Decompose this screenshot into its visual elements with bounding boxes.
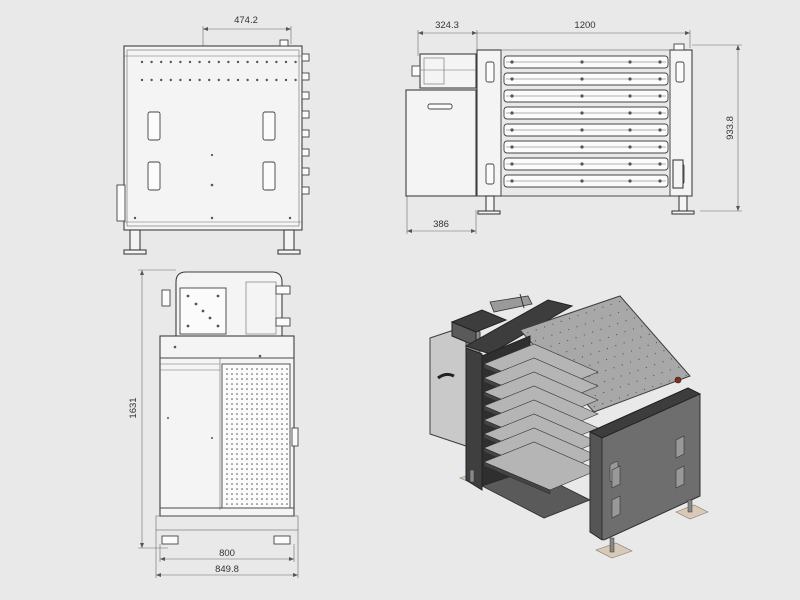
- front-slot: [262, 161, 276, 191]
- front-slot: [147, 111, 161, 141]
- iso-right-post-edge: [589, 431, 603, 541]
- top-perforated-tray: [221, 363, 291, 509]
- side-foot: [678, 195, 688, 213]
- side-foot: [485, 195, 495, 213]
- dimension-label-849-8: 849.8: [215, 564, 239, 575]
- tray-perforation: [226, 368, 288, 505]
- front-foot: [129, 229, 141, 251]
- iso-cabinet-handle: [437, 372, 455, 380]
- top-view: 1631: [128, 269, 299, 578]
- dimension-1200: 1200: [477, 20, 691, 48]
- side-shelves: [503, 55, 669, 188]
- front-left-handle: [116, 184, 126, 222]
- dimension-label-933-8: 933.8: [725, 116, 736, 140]
- dimension-800: 800: [159, 544, 295, 562]
- side-control-panel: [672, 159, 684, 189]
- dimension-label-474-2: 474.2: [234, 15, 258, 26]
- dimension-1631: 1631: [128, 269, 176, 549]
- side-arm: [419, 53, 477, 89]
- side-view: 324.3 1200 933.8 386: [405, 20, 742, 234]
- side-top-knob: [673, 43, 685, 51]
- dimension-label-324-3: 324.3: [435, 20, 459, 31]
- front-right-connectors: [301, 53, 310, 195]
- front-slot: [147, 161, 161, 191]
- dimension-label-800: 800: [219, 548, 235, 559]
- dimension-label-1200: 1200: [574, 20, 595, 31]
- dimension-849-8: 849.8: [155, 544, 299, 578]
- front-view: 474.2: [116, 15, 310, 255]
- dimension-label-386: 386: [433, 219, 449, 230]
- iso-top-left-rail: [464, 299, 574, 355]
- isometric-view: [429, 293, 709, 559]
- dimension-933-8: 933.8: [692, 44, 742, 212]
- dimension-386: 386: [406, 190, 477, 234]
- iso-arm: [489, 295, 533, 313]
- dimension-474-2: 474.2: [202, 15, 292, 50]
- side-cabinet-handle: [427, 103, 453, 110]
- iso-top-knob: [674, 376, 682, 384]
- dimension-label-1631: 1631: [128, 397, 139, 418]
- front-slot: [262, 111, 276, 141]
- iso-left-cabinet: [429, 325, 467, 447]
- top-side-handle: [291, 427, 299, 447]
- front-foot: [283, 229, 295, 251]
- iso-left-post: [465, 347, 483, 491]
- front-hole-rows: [133, 60, 297, 220]
- dimension-324-3: 324.3: [417, 20, 478, 56]
- iso-shelves: [483, 343, 599, 495]
